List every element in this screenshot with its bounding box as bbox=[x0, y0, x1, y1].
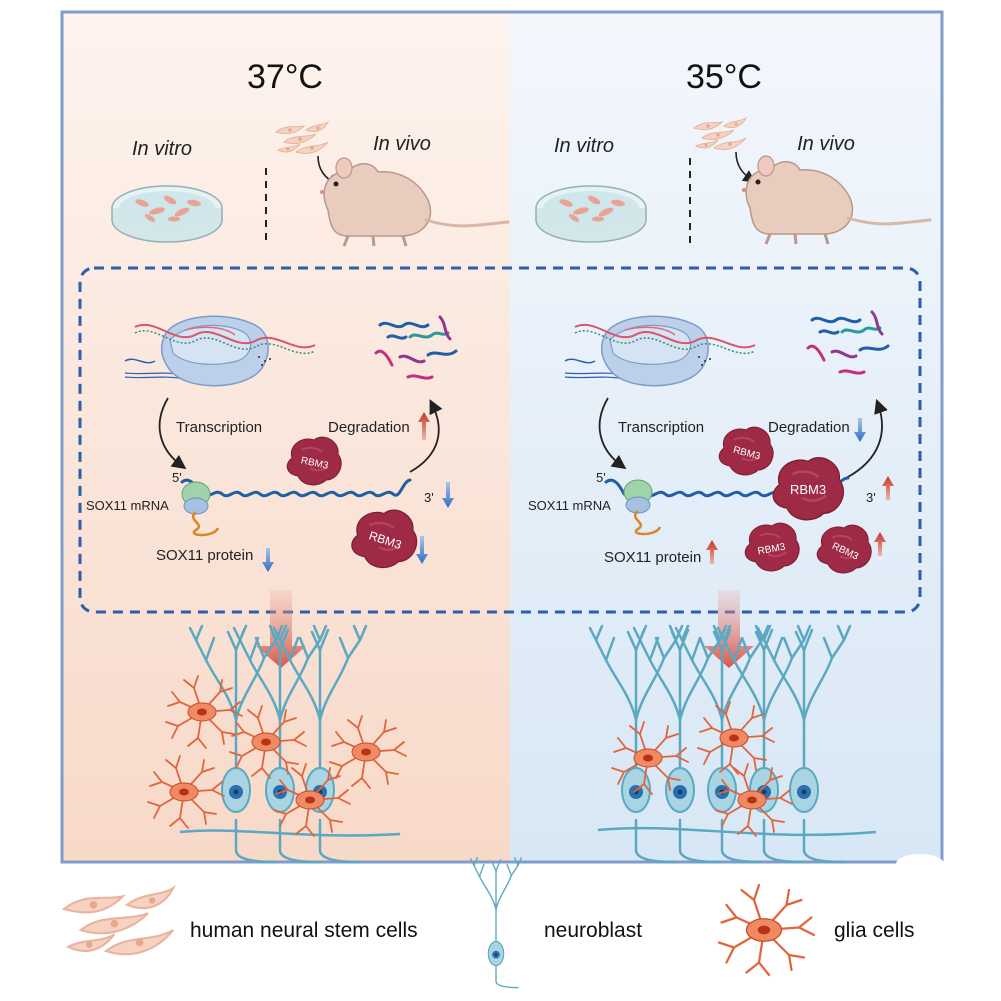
left-three-prime: 3' bbox=[424, 490, 434, 505]
left-in-vitro-label: In vitro bbox=[132, 138, 192, 160]
left-mrna-strand bbox=[180, 478, 412, 498]
right-petri-dish bbox=[535, 185, 647, 243]
legend-neuroblast-label: neuroblast bbox=[544, 919, 642, 942]
left-ribosome-base bbox=[183, 497, 209, 515]
right-neuroblasts bbox=[588, 624, 877, 864]
right-transcription-label: Transcription bbox=[618, 419, 704, 436]
left-transcription-label: Transcription bbox=[176, 419, 262, 436]
right-mrna-label: SOX11 mRNA bbox=[528, 498, 611, 513]
right-three-prime: 3' bbox=[866, 490, 876, 505]
left-protein-down-arrow bbox=[262, 548, 274, 572]
left-protein-label: SOX11 protein bbox=[156, 547, 253, 564]
legend-glia-label: glia cells bbox=[834, 919, 915, 942]
legend: human neural stem cells neuroblast glia … bbox=[62, 857, 915, 989]
right-five-prime: 5' bbox=[596, 470, 606, 485]
left-mrna-down-arrow bbox=[442, 482, 454, 508]
right-degradation-label: Degradation bbox=[768, 419, 850, 436]
left-degradation-arrow bbox=[409, 399, 443, 473]
left-neuroblasts bbox=[179, 624, 401, 864]
right-protein-label: SOX11 protein bbox=[604, 549, 701, 566]
frame-corner-mark bbox=[896, 854, 944, 874]
left-petri-dish bbox=[111, 185, 223, 243]
right-degradation-arrow bbox=[845, 398, 888, 479]
right-protein-up-arrow bbox=[706, 540, 718, 564]
right-mrna-up-arrow bbox=[882, 476, 894, 500]
legend-neuroblast-icon bbox=[470, 857, 522, 989]
right-degradation-down-arrow bbox=[854, 418, 866, 442]
left-degradation-up-arrow bbox=[418, 412, 430, 440]
left-protein-chain bbox=[191, 511, 220, 537]
left-panel-background bbox=[62, 12, 510, 862]
legend-glia-icon bbox=[717, 883, 816, 977]
left-five-prime: 5' bbox=[172, 470, 182, 485]
legend-stem-cells-icon bbox=[62, 886, 175, 956]
left-transcription-arrow bbox=[158, 397, 187, 470]
right-rbm3-bottom-left-label: RBM3 bbox=[757, 542, 787, 558]
right-transcription-arrow bbox=[598, 397, 627, 470]
right-protein-chain bbox=[633, 510, 662, 536]
right-temperature: 35°C bbox=[686, 58, 762, 96]
mechanism-box bbox=[78, 266, 922, 614]
legend-stem-cells-label: human neural stem cells bbox=[190, 919, 418, 942]
right-rbm3-bound-label: RBM3 bbox=[790, 482, 826, 497]
left-degradation-label: Degradation bbox=[328, 419, 410, 436]
right-rbm3-up-arrow bbox=[874, 532, 886, 556]
left-in-vivo-label: In vivo bbox=[373, 133, 431, 155]
right-in-vitro-label: In vitro bbox=[554, 135, 614, 157]
left-rbm3-down-arrow bbox=[416, 536, 428, 564]
outer-frame bbox=[60, 10, 944, 864]
left-mrna-label: SOX11 mRNA bbox=[86, 498, 169, 513]
right-ribosome-base bbox=[625, 496, 651, 514]
left-temperature: 37°C bbox=[247, 58, 323, 96]
right-in-vivo-label: In vivo bbox=[797, 133, 855, 155]
